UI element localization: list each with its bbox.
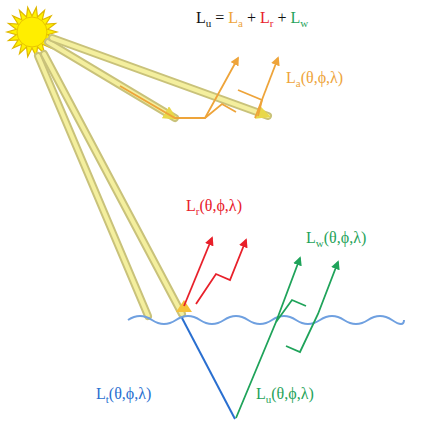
radiance-symbol: L — [228, 9, 238, 26]
reflected-radiance-label: Lr(θ,ϕ,λ) — [186, 196, 242, 218]
water-leaving-arrows — [236, 258, 338, 418]
transmitted-ray — [182, 318, 235, 419]
radiance-subscript: r — [270, 17, 274, 29]
radiance-symbol: L — [186, 197, 196, 214]
atmosphere-arrows — [120, 58, 278, 118]
transmitted-radiance-label: Lt(θ,ϕ,λ) — [96, 384, 151, 406]
radiance-subscript: a — [238, 17, 243, 29]
radiance-subscript: r — [196, 205, 200, 217]
radiance-symbol: (θ,ϕ,λ) — [271, 385, 314, 402]
radiance-subscript: t — [106, 393, 109, 405]
radiance-symbol: (θ,ϕ,λ) — [324, 229, 367, 246]
upwelling-radiance-label: Lu(θ,ϕ,λ) — [256, 384, 314, 406]
radiance-symbol: L — [291, 9, 301, 26]
surface-reflection-arrows — [184, 238, 246, 306]
radiance-symbol: (θ,ϕ,λ) — [109, 385, 152, 402]
radiance-symbol: L — [196, 9, 206, 26]
radiance-symbol: L — [286, 69, 296, 86]
equation-operator: + — [247, 9, 256, 26]
atmospheric-radiance-label: La(θ,ϕ,λ) — [286, 68, 343, 90]
sun — [7, 7, 57, 56]
radiance-subscript: w — [316, 237, 324, 249]
radiance-symbol: L — [306, 229, 316, 246]
radiance-symbol: (θ,ϕ,λ) — [199, 197, 242, 214]
radiance-symbol: L — [256, 385, 266, 402]
radiance-subscript: u — [266, 393, 272, 405]
solar-beams — [38, 38, 268, 316]
radiance-symbol: L — [96, 385, 106, 402]
radiance-symbol: L — [260, 9, 270, 26]
radiance-subscript: w — [300, 17, 308, 29]
water-leaving-radiance-label: Lw(θ,ϕ,λ) — [306, 228, 366, 250]
radiance-subscript: a — [296, 77, 301, 89]
equation-operator: = — [215, 9, 224, 26]
radiance-subscript: u — [206, 17, 212, 29]
radiance-equation: Lu=La+Lr+Lw — [196, 8, 308, 30]
water-surface — [128, 316, 404, 324]
equation-operator: + — [277, 9, 286, 26]
radiance-symbol: (θ,ϕ,λ) — [301, 69, 344, 86]
